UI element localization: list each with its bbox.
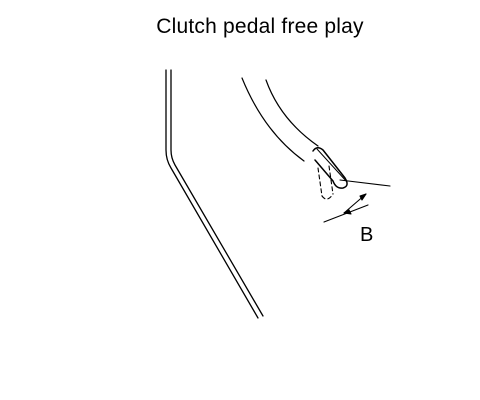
dimension-arrowhead-upper [359,193,367,201]
pedal-pad [312,147,348,189]
diagram-title: Clutch pedal free play [156,15,364,38]
dimension-label-b: B [360,224,373,246]
free-play-dimension-b [323,179,391,223]
pedal-depressed-position [317,165,334,200]
dimension-extension-line-upper [339,179,391,187]
dimension-arrowhead-lower [343,209,352,215]
pedal-arm-outline [165,69,264,319]
pedal-lever [241,77,319,162]
